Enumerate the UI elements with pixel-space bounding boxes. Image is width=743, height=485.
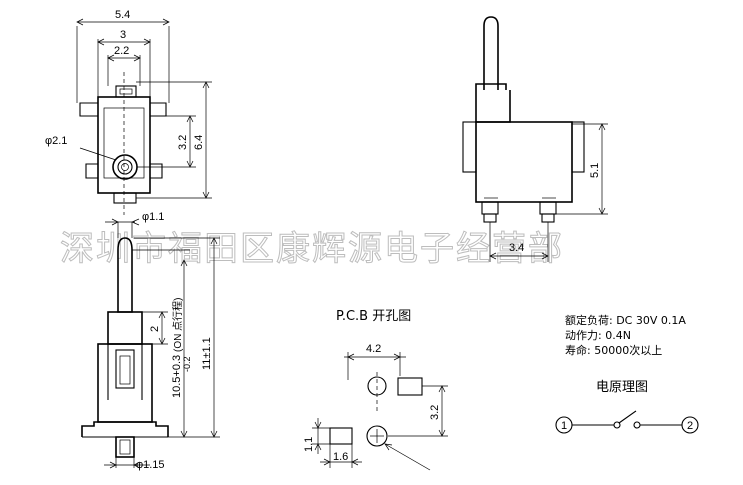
- dim-on-height: 10.5+0.3: [171, 355, 183, 398]
- dim-pcb-v-spacing: 3.2: [429, 405, 441, 420]
- dim-pin-diameter: φ1.15: [136, 459, 165, 471]
- watermark-text: 深圳市福田区康辉源电子经营部: [60, 229, 564, 269]
- front-view: φ1.1 2 10.5+0.3 -0.2 (ON 点行程) 11±1.1 φ1.…: [81, 211, 220, 471]
- dim-on-note: (ON 点行程): [171, 298, 184, 352]
- switch-contact-left: [613, 421, 621, 429]
- switch-contact-right: [633, 421, 641, 429]
- top-view-top-tab: [115, 85, 137, 98]
- dim-total-height: 11±1.1: [201, 337, 213, 370]
- pcb-hole-bottom: [366, 425, 388, 447]
- dim-width-inner: 2.2: [114, 45, 129, 57]
- dim-height-inner: 3.2: [177, 135, 189, 150]
- specs-block: 额定负荷: DC 30V 0.1A 动作力: 0.4N 寿命: 50000次以上: [565, 313, 686, 357]
- dim-pcb-pad-w: 1.6: [333, 451, 348, 463]
- circuit-title: 电原理图: [596, 380, 648, 395]
- spec-rating: 额定负荷: DC 30V 0.1A: [565, 313, 686, 327]
- pcb-layout: P.C.B 开孔图 4.2 3.2 1.1: [303, 309, 448, 471]
- circuit-pin2-circle: [681, 416, 699, 434]
- dim-width-mid: 3: [120, 29, 126, 41]
- side-view-lever: [483, 16, 499, 90]
- dim-pin-pitch: 3.4: [509, 242, 524, 254]
- dim-on-height-tol: -0.2: [182, 356, 192, 372]
- front-view-pin: [115, 436, 135, 458]
- side-view-body: [475, 121, 573, 203]
- pcb-title: P.C.B 开孔图: [336, 309, 411, 324]
- pcb-pad-bottom: [329, 427, 353, 445]
- pcb-pad-top: [397, 377, 423, 396]
- spec-life: 寿命: 50000次以上: [565, 343, 662, 357]
- top-view: φ2.1 5.4 3 2.2 3.2 6.4: [45, 9, 212, 215]
- dim-pcb-pad-h: 1.1: [303, 437, 315, 452]
- switch-blade: [618, 410, 637, 424]
- dim-side-height: 5.1: [589, 163, 601, 178]
- dim-height-outer: 6.4: [193, 135, 205, 150]
- top-view-bottom-lug: [113, 192, 137, 204]
- dim-actuator-diameter: φ1.1: [142, 211, 164, 223]
- circuit-pin1-label: 1: [561, 420, 567, 432]
- dim-width-outer: 5.4: [115, 9, 130, 21]
- hole-diameter-label: φ2.1: [45, 135, 67, 147]
- dim-pcb-h-spacing: 4.2: [366, 343, 381, 355]
- spec-force: 动作力: 0.4N: [565, 329, 631, 342]
- side-view: 5.1 3.4: [462, 16, 608, 262]
- circuit-pin2-label: 2: [687, 420, 693, 432]
- dim-travel: 2: [149, 326, 161, 332]
- circuit-diagram: 电原理图 1 2: [555, 380, 699, 434]
- top-view-hole: [112, 154, 138, 180]
